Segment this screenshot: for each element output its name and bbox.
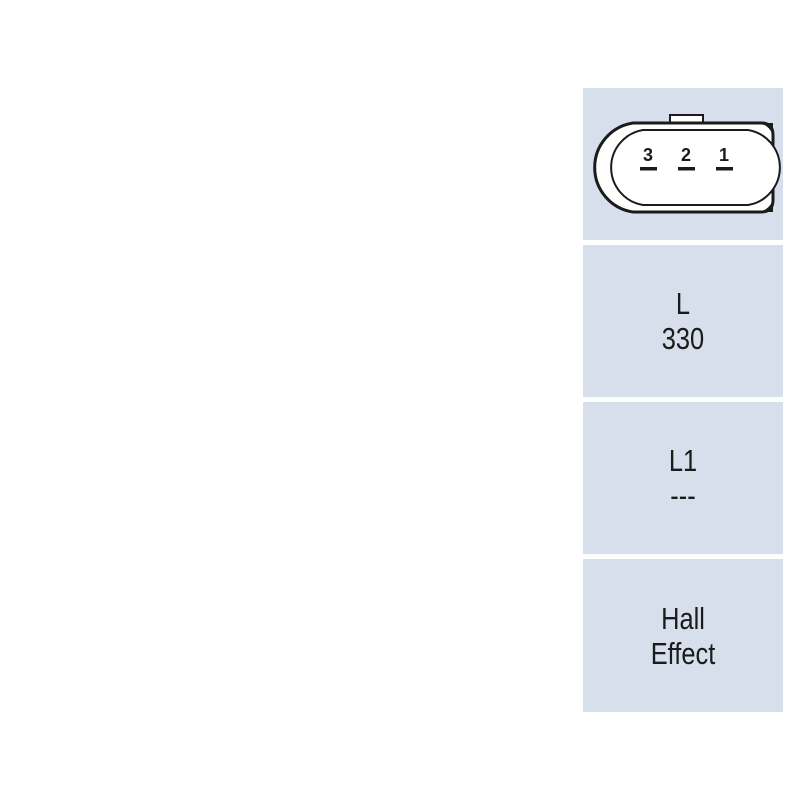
connector-icon: 3 2 1 — [593, 114, 781, 214]
length-cell: L 330 — [583, 245, 783, 397]
connector-panel: 3 2 1 — [583, 88, 783, 240]
pin-3 — [640, 167, 657, 171]
sensor-type-line2: Effect — [650, 635, 716, 671]
pin-label-3: 3 — [643, 145, 653, 165]
l1-label: L1 — [668, 443, 698, 478]
sensor-type-line1: Hall — [661, 600, 705, 636]
length-label: L — [675, 286, 691, 321]
pin-1 — [716, 167, 733, 171]
l1-value: --- — [670, 478, 696, 513]
pin-label-1: 1 — [719, 145, 729, 165]
pin-label-2: 2 — [681, 145, 691, 165]
pin-2 — [678, 167, 695, 171]
sensor-type-cell: Hall Effect — [583, 559, 783, 712]
length-value: 330 — [661, 321, 705, 356]
connector-cavity — [610, 129, 781, 206]
l1-cell: L1 --- — [583, 402, 783, 554]
